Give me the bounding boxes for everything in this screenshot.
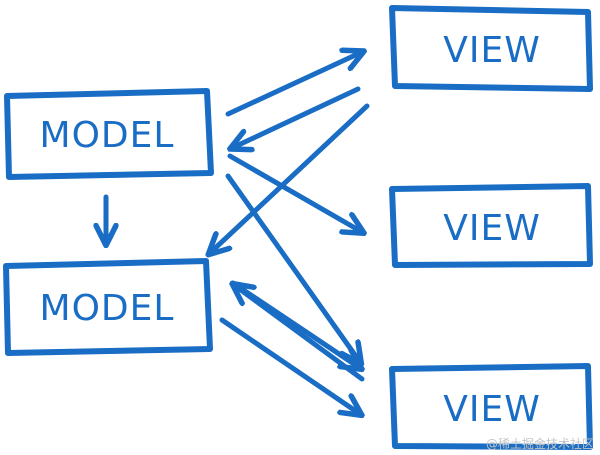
watermark-text: @稀土掘金技术社区 xyxy=(485,437,594,451)
arrow-view-bottom-to-model-bottom xyxy=(234,285,365,382)
view-label-bottom: VIEW xyxy=(443,389,541,430)
view-box-bottom xyxy=(389,363,593,450)
arrow-view-top-to-model-bottom xyxy=(210,103,370,253)
view-box-middle xyxy=(389,183,593,268)
arrow-model-top-to-view-middle xyxy=(227,153,362,232)
view-box-top xyxy=(389,5,593,92)
arrow-view-top-to-model-top xyxy=(232,86,361,148)
arrow-model-bottom-to-view-bottom-lower xyxy=(219,317,360,414)
model-box-bottom xyxy=(3,258,213,356)
arrow-model-top-to-view-bottom xyxy=(225,173,360,362)
model-label-bottom: MODEL xyxy=(40,288,175,329)
model-box-top xyxy=(4,88,214,180)
view-label-top: VIEW xyxy=(443,30,541,71)
model-label-top: MODEL xyxy=(40,115,175,156)
view-label-middle: VIEW xyxy=(443,208,541,249)
arrow-model-top-to-view-top xyxy=(225,52,362,117)
